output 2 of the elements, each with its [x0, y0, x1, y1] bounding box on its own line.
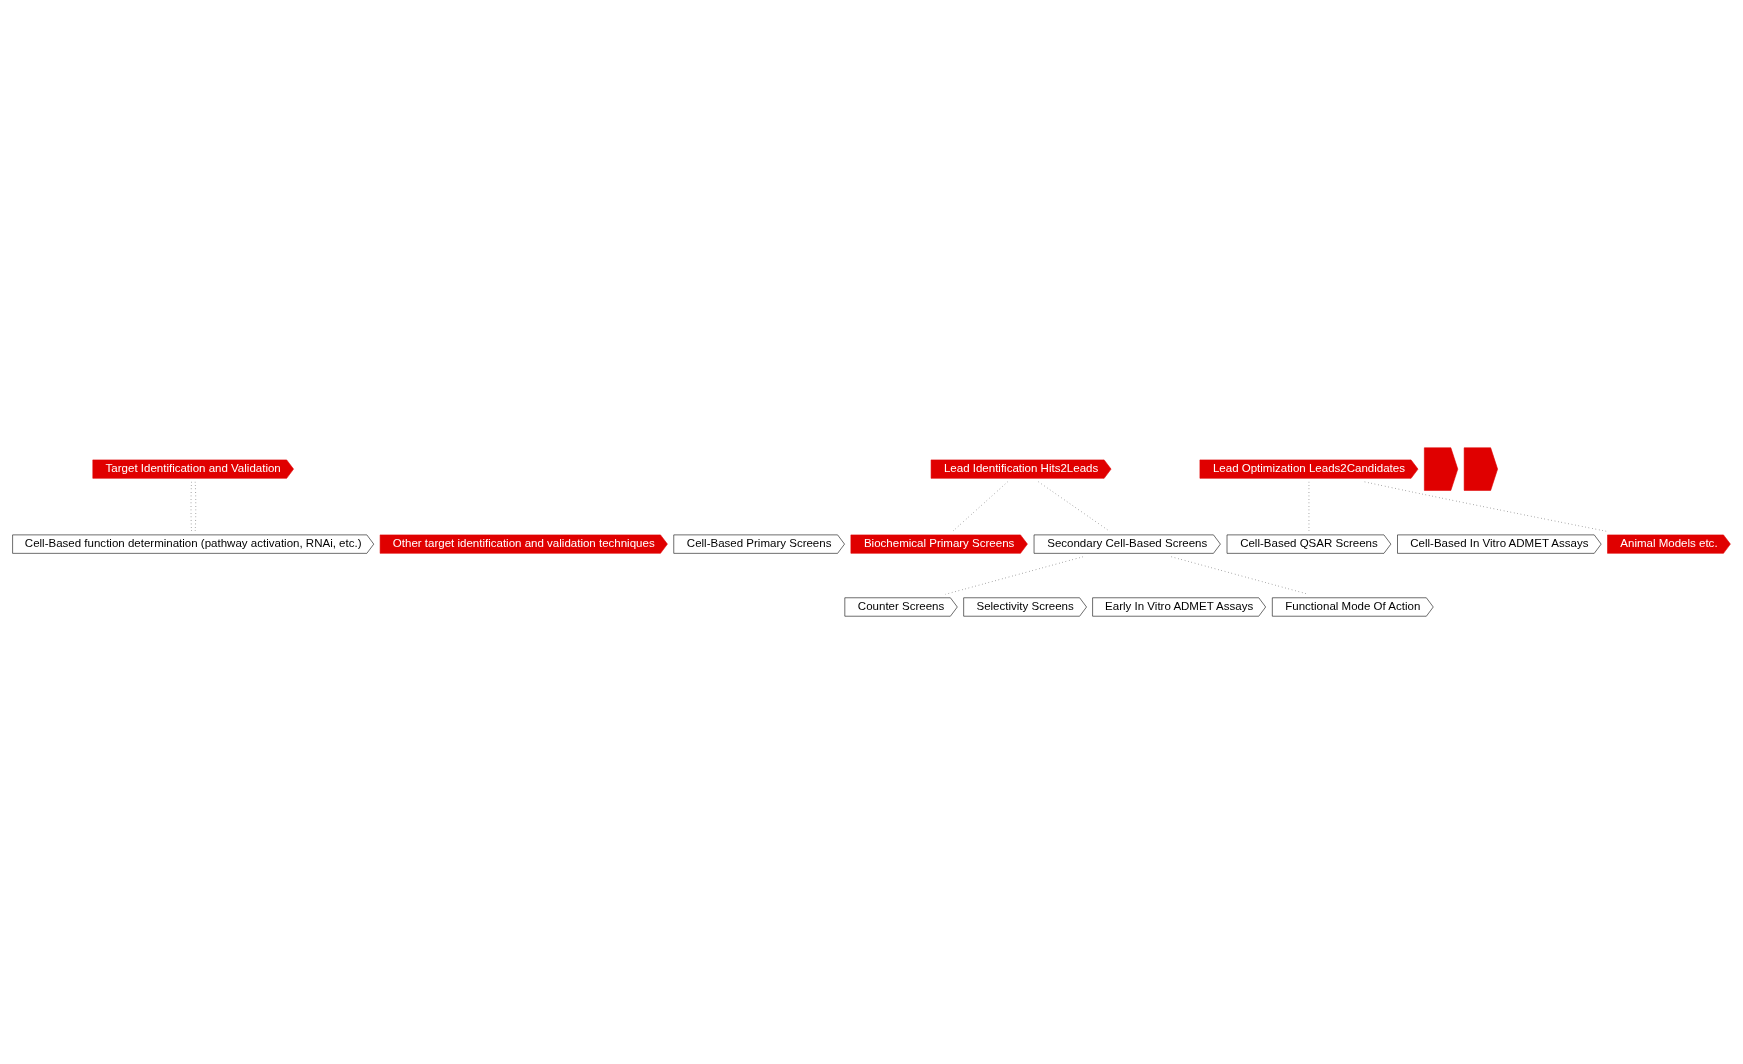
node-chevron [1424, 447, 1459, 491]
node-chevron [1463, 447, 1498, 491]
